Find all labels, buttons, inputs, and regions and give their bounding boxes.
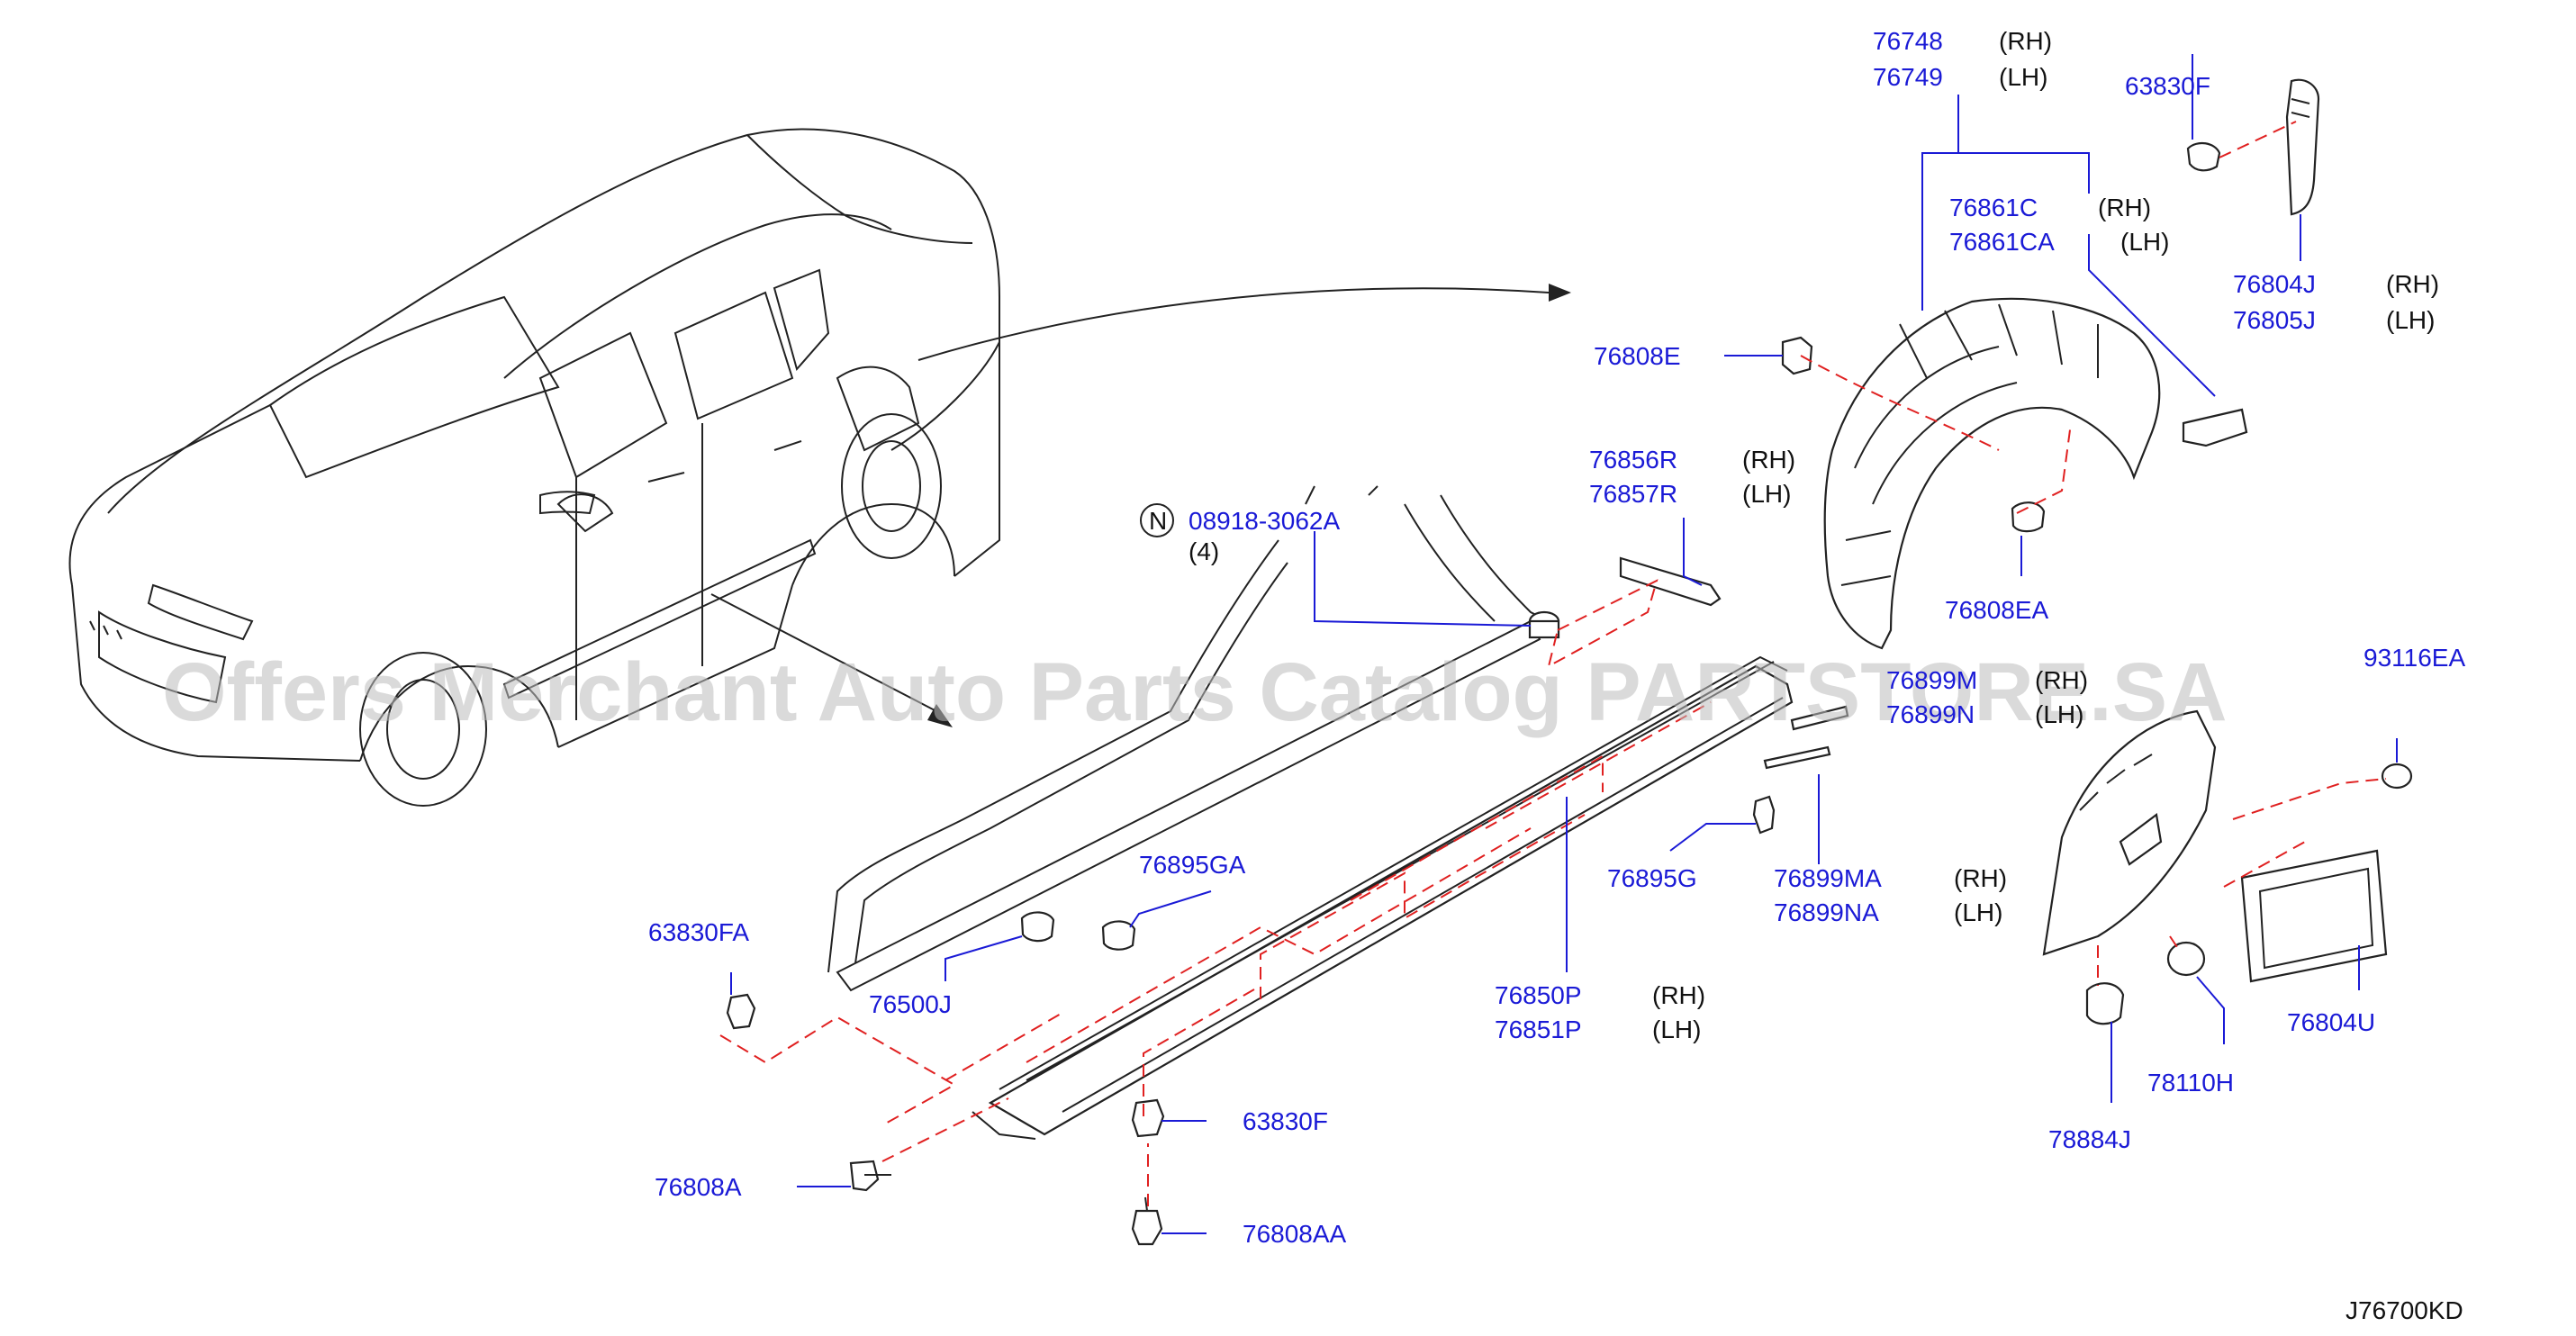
arrow-head-icon bbox=[1549, 284, 1571, 302]
part-number-label[interactable]: 76808EA bbox=[1945, 596, 2049, 624]
part-number-label[interactable]: 76808A bbox=[655, 1173, 742, 1201]
callout-labels: 76748 (RH) 76749 (LH) 63830F 76861C (RH)… bbox=[648, 27, 2465, 1248]
clip-76895GA bbox=[1101, 920, 1136, 951]
nut-body bbox=[1528, 619, 1560, 639]
clip-76861C bbox=[2182, 408, 2248, 447]
arrow-head-icon bbox=[927, 704, 953, 727]
side-label: (LH) bbox=[1652, 1016, 1701, 1043]
fender-liner bbox=[1823, 297, 2161, 650]
part-number-label[interactable]: 63830F bbox=[2125, 72, 2210, 100]
plug-78110H bbox=[2166, 941, 2206, 977]
part-number-label[interactable]: 78110H bbox=[2147, 1069, 2234, 1097]
part-number-label[interactable]: 76899M bbox=[1886, 666, 1977, 694]
bracket-76804J bbox=[2285, 78, 2320, 216]
side-label: (LH) bbox=[1742, 480, 1791, 508]
part-number-label[interactable]: 76748 bbox=[1873, 27, 1943, 55]
leader-lines bbox=[730, 54, 2398, 1234]
side-label: (LH) bbox=[2120, 228, 2169, 256]
side-label: (RH) bbox=[1742, 446, 1795, 474]
part-number-label[interactable]: 76899MA bbox=[1774, 864, 1882, 892]
bracket-76856R bbox=[1619, 556, 1722, 607]
clip-63830F-top bbox=[2186, 141, 2221, 172]
n-badge-label: N bbox=[1149, 507, 1167, 535]
plug-93116EA bbox=[2381, 763, 2413, 790]
clip-63830FA bbox=[726, 993, 756, 1030]
part-number-label[interactable]: 76895GA bbox=[1139, 851, 1246, 879]
part-number-label[interactable]: 93116EA bbox=[2364, 644, 2465, 672]
side-label: (RH) bbox=[2386, 270, 2439, 298]
side-label: (LH) bbox=[1999, 63, 2047, 91]
quantity-label: (4) bbox=[1189, 537, 1219, 565]
clip-63830F-bot bbox=[1131, 1098, 1165, 1138]
side-label: (RH) bbox=[2035, 666, 2088, 694]
car-illustration bbox=[68, 128, 1000, 807]
part-number-label[interactable]: 76850P bbox=[1495, 981, 1582, 1009]
part-number-label[interactable]: 78884J bbox=[2048, 1125, 2131, 1153]
part-number-label[interactable]: 63830F bbox=[1243, 1107, 1328, 1135]
side-label: (RH) bbox=[2098, 194, 2151, 221]
part-number-label[interactable]: 76749 bbox=[1873, 63, 1943, 91]
part-number-label[interactable]: 76861C bbox=[1949, 194, 2038, 221]
screw-76808AA bbox=[1131, 1209, 1163, 1246]
part-number-label[interactable]: 76851P bbox=[1495, 1016, 1582, 1043]
assembly-lines bbox=[719, 121, 2387, 1206]
part-number-label[interactable]: 08918-3062A bbox=[1189, 507, 1340, 535]
part-number-label[interactable]: 76899N bbox=[1886, 700, 1975, 728]
clip-78884J bbox=[2085, 982, 2125, 1025]
side-label: (LH) bbox=[2035, 700, 2083, 728]
quarter-trim bbox=[2042, 709, 2217, 956]
side-label: (LH) bbox=[2386, 306, 2435, 334]
part-number-label[interactable]: 76808AA bbox=[1243, 1220, 1347, 1248]
part-number-label[interactable]: 76804U bbox=[2287, 1008, 2375, 1036]
part-number-label[interactable]: 63830FA bbox=[648, 918, 749, 946]
part-number-label[interactable]: 76500J bbox=[869, 990, 952, 1018]
clip-76808EA bbox=[2011, 501, 2046, 533]
part-number-label[interactable]: 76808E bbox=[1594, 342, 1681, 370]
clip-76895G bbox=[1752, 795, 1776, 835]
arrow-to-fender bbox=[917, 287, 1550, 361]
grommet-76808E bbox=[1781, 336, 1813, 375]
watermark: Offers Merchant Auto Parts Catalog PARTS… bbox=[162, 646, 2228, 738]
part-number-label[interactable]: 76804J bbox=[2233, 270, 2316, 298]
diagram-code: J76700KD bbox=[2346, 1296, 2463, 1324]
part-number-label[interactable]: 76899NA bbox=[1774, 898, 1879, 926]
side-label: (LH) bbox=[1954, 898, 2002, 926]
side-label: (RH) bbox=[1652, 981, 1705, 1009]
side-sill bbox=[972, 655, 1794, 1140]
side-label: (RH) bbox=[1954, 864, 2007, 892]
arrow-to-sill bbox=[710, 593, 937, 712]
part-number-label[interactable]: 76857R bbox=[1589, 480, 1677, 508]
strip-76899MA bbox=[1763, 745, 1831, 770]
duct-76804U bbox=[2240, 849, 2388, 983]
part-number-label[interactable]: 76856R bbox=[1589, 446, 1677, 474]
side-label: (RH) bbox=[1999, 27, 2052, 55]
part-number-label[interactable]: 76895G bbox=[1607, 864, 1697, 892]
n-badge-icon bbox=[1140, 503, 1174, 537]
part-number-label[interactable]: 76805J bbox=[2233, 306, 2316, 334]
strip-76899M bbox=[1790, 705, 1849, 731]
part-number-label[interactable]: 76861CA bbox=[1949, 228, 2055, 256]
body-pillar bbox=[827, 485, 1550, 992]
clip-76500J bbox=[1020, 911, 1055, 943]
